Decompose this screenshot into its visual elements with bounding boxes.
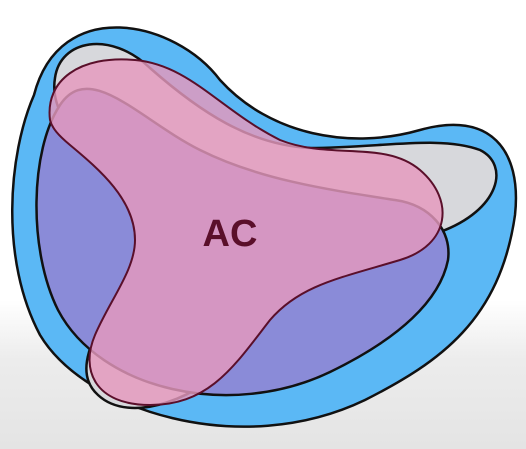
- region-label-ac: AC: [203, 213, 258, 255]
- pink-region: [48, 58, 444, 407]
